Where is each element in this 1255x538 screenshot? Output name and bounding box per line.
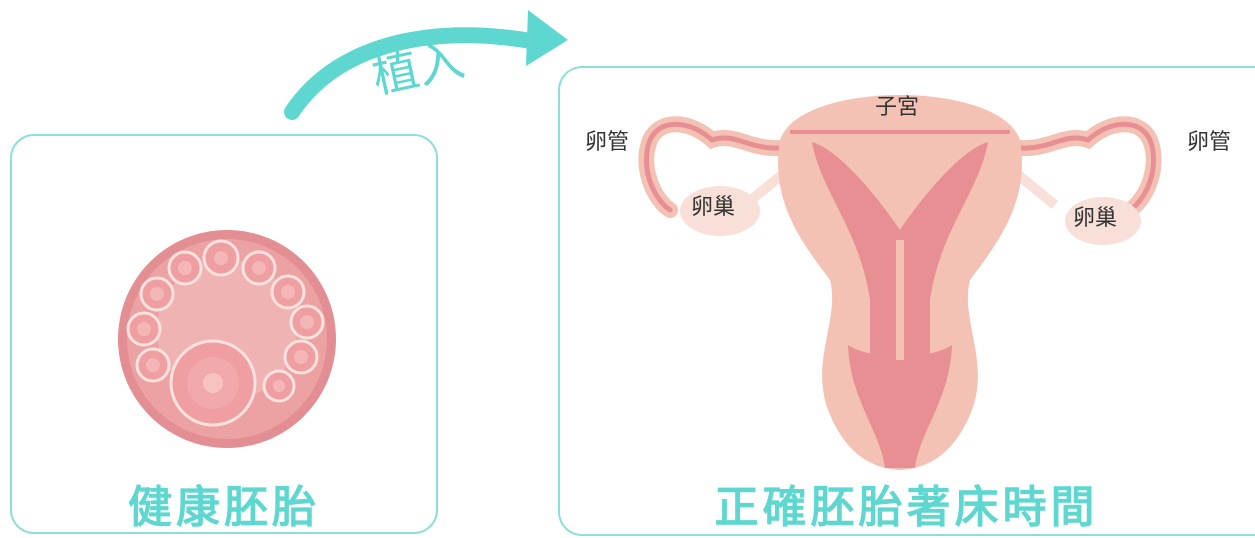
- fallopian-tube-left-label: 卵管: [585, 130, 630, 155]
- fallopian-tube-right-label: 卵管: [1187, 130, 1232, 155]
- uterus-diagram: [638, 95, 1162, 470]
- implant-arrow: [284, 10, 568, 120]
- ovary-right: [1065, 197, 1141, 245]
- ovary-left: [680, 186, 760, 236]
- implantation-timing-caption: 正確胚胎著床時間: [714, 482, 1099, 533]
- ovary-right-label: 卵巢: [1073, 206, 1118, 231]
- healthy-embryo-caption: 健康胚胎: [128, 482, 320, 533]
- uterus-label: 子宮: [875, 95, 920, 120]
- embryo-illustration: [118, 230, 336, 448]
- ovary-left-label: 卵巢: [691, 195, 736, 220]
